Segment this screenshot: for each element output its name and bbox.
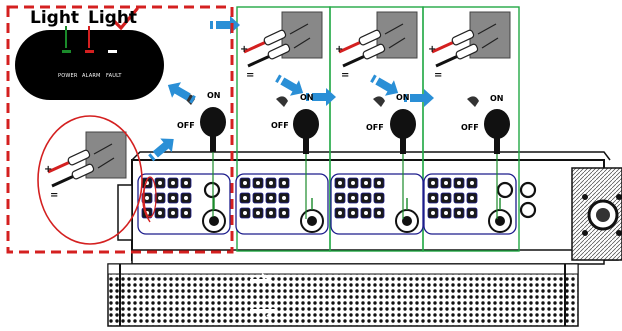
mounting-plate bbox=[376, 11, 418, 59]
blue-arrow-icon bbox=[210, 16, 240, 34]
led-panel bbox=[15, 30, 164, 100]
blue-arrow-icon bbox=[306, 88, 336, 106]
cable-gland bbox=[496, 181, 514, 199]
dc-switch-2[interactable] bbox=[276, 96, 319, 219]
checkmark-icon bbox=[112, 7, 139, 31]
switch-1-on-label: ON bbox=[207, 91, 221, 100]
switch-2-on-label: ON bbox=[300, 93, 314, 102]
zoom-circle bbox=[37, 115, 143, 245]
cable-gland bbox=[519, 201, 537, 219]
switch-1-off-label: OFF bbox=[177, 121, 195, 130]
switch-4-off-label: OFF bbox=[461, 123, 479, 132]
pv-connector-icon: += bbox=[240, 11, 323, 81]
hand-rotate-icon bbox=[373, 96, 385, 107]
cable-gland bbox=[519, 181, 537, 199]
pv-connector-icon: += bbox=[44, 131, 127, 201]
minus-sign: = bbox=[246, 70, 254, 81]
dc-switch-3[interactable] bbox=[373, 96, 416, 219]
cable-gland bbox=[203, 181, 221, 199]
blue-arrow-icon bbox=[370, 74, 399, 96]
blue-arrow-icon bbox=[275, 74, 304, 96]
plus-sign: + bbox=[44, 164, 52, 175]
hand-rotate-icon bbox=[467, 96, 479, 107]
minus-sign: = bbox=[341, 70, 349, 81]
alarm-led bbox=[85, 50, 94, 53]
terminal-block-4 bbox=[423, 173, 517, 235]
pv-connector-icon: += bbox=[428, 11, 511, 81]
plus-sign: + bbox=[428, 44, 436, 55]
terminal-block-3 bbox=[330, 173, 424, 235]
hand-rotate-icon bbox=[276, 96, 288, 107]
pv-connector-icon: += bbox=[335, 11, 418, 81]
minus-sign: = bbox=[50, 190, 58, 201]
mppt-group-3 bbox=[422, 6, 520, 252]
alarm-led-label: ALARM bbox=[82, 73, 101, 79]
status-light-callout bbox=[6, 5, 234, 254]
terminal-block-2 bbox=[235, 173, 329, 235]
dc-terminal-blocks bbox=[137, 173, 537, 235]
plus-sign: + bbox=[240, 44, 248, 55]
switch-3-on-label: ON bbox=[396, 93, 410, 102]
power-led-label: POWER bbox=[58, 73, 78, 79]
mppt-group-frames bbox=[236, 6, 520, 252]
switch-2-off-label: OFF bbox=[271, 121, 289, 130]
blue-arrow-icon bbox=[167, 82, 196, 104]
minus-sign: = bbox=[434, 70, 442, 81]
pv-connector-layer: +=+=+=+= bbox=[44, 11, 511, 201]
fault-led-label: FAULT bbox=[106, 73, 122, 79]
plus-sign: + bbox=[335, 44, 343, 55]
switch-4-on-label: ON bbox=[490, 94, 504, 103]
arrow-layer bbox=[148, 16, 434, 162]
dc-switch-4[interactable] bbox=[467, 96, 510, 219]
blue-arrow-icon bbox=[148, 138, 174, 162]
light-label-right: Light bbox=[88, 8, 138, 28]
terminal-block-1 bbox=[137, 173, 231, 235]
blue-arrow-icon bbox=[404, 89, 434, 107]
fault-led bbox=[108, 50, 117, 53]
power-led bbox=[62, 50, 71, 53]
switch-3-off-label: OFF bbox=[366, 123, 384, 132]
light-label-left: Light bbox=[30, 8, 80, 28]
callout-dashed-border bbox=[6, 5, 234, 254]
